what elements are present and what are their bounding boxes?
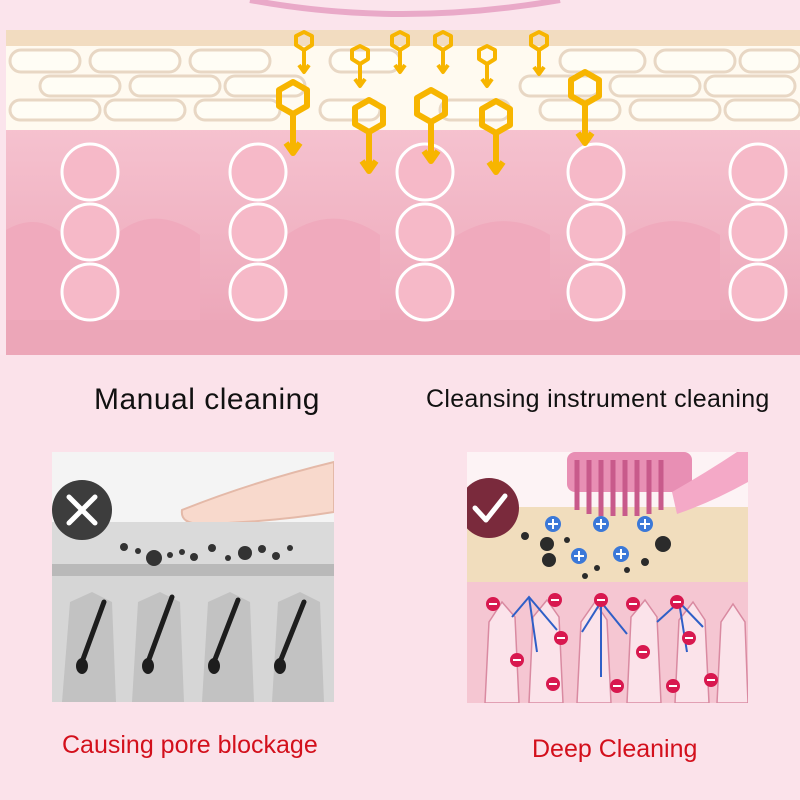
minus-charge-icon — [548, 593, 562, 607]
hexagon-molecule-icon — [276, 79, 310, 156]
instrument-cleaning-caption: Cleansing instrument cleaning — [426, 385, 770, 413]
skin-surface-layer — [6, 30, 800, 48]
check-icon — [467, 478, 519, 538]
hexagon-molecule-icon — [433, 30, 453, 74]
minus-charge-icon — [666, 679, 680, 693]
hexagon-molecule-icon — [294, 30, 314, 74]
dirt-particles — [120, 543, 293, 566]
plus-charge-icon — [637, 516, 653, 532]
manual-cleaning-caption: Manual cleaning — [94, 383, 320, 416]
minus-charge-icon — [554, 631, 568, 645]
hexagon-molecule-icon — [414, 87, 448, 164]
pore-columns — [60, 142, 788, 322]
hexagon-molecule-icon — [350, 44, 370, 88]
cleansing-brush-device — [567, 452, 748, 516]
minus-charge-icon — [626, 597, 640, 611]
pore-blockage-caption: Causing pore blockage — [62, 731, 318, 759]
negative-ions — [486, 593, 718, 693]
hexagon-molecule-icon — [568, 69, 602, 146]
hexagon-molecule-icon — [479, 98, 513, 175]
dirt-particles — [521, 532, 671, 579]
plus-charge-icon — [545, 516, 561, 532]
hexagon-molecule-icon — [390, 30, 410, 74]
dermis-bottom — [6, 320, 800, 355]
hexagon-molecule-icon — [477, 44, 497, 88]
minus-charge-icon — [594, 593, 608, 607]
top-arc — [249, 0, 561, 17]
hair-follicles — [79, 594, 307, 665]
manual-cleaning-illustration — [52, 452, 334, 702]
instrument-cleaning-panel — [467, 452, 748, 703]
deep-cleaning-caption: Deep Cleaning — [532, 735, 698, 763]
skin-cross-section-illustration — [0, 0, 800, 355]
plus-charge-icon — [571, 548, 587, 564]
manual-cleaning-panel — [52, 452, 334, 702]
x-icon — [52, 480, 112, 540]
hexagon-molecule-icon — [529, 30, 549, 76]
molecules — [276, 30, 602, 175]
instrument-cleaning-illustration — [467, 452, 748, 703]
minus-charge-icon — [636, 645, 650, 659]
minus-charge-icon — [704, 673, 718, 687]
minus-charge-icon — [670, 595, 684, 609]
minus-charge-icon — [486, 597, 500, 611]
plus-charge-icon — [613, 546, 629, 562]
minus-charge-icon — [510, 653, 524, 667]
positive-ions — [545, 516, 653, 564]
plus-charge-icon — [593, 516, 609, 532]
minus-charge-icon — [546, 677, 560, 691]
hexagon-molecule-icon — [352, 97, 386, 174]
minus-charge-icon — [610, 679, 624, 693]
grey-pore-shapes — [62, 592, 324, 702]
minus-charge-icon — [682, 631, 696, 645]
